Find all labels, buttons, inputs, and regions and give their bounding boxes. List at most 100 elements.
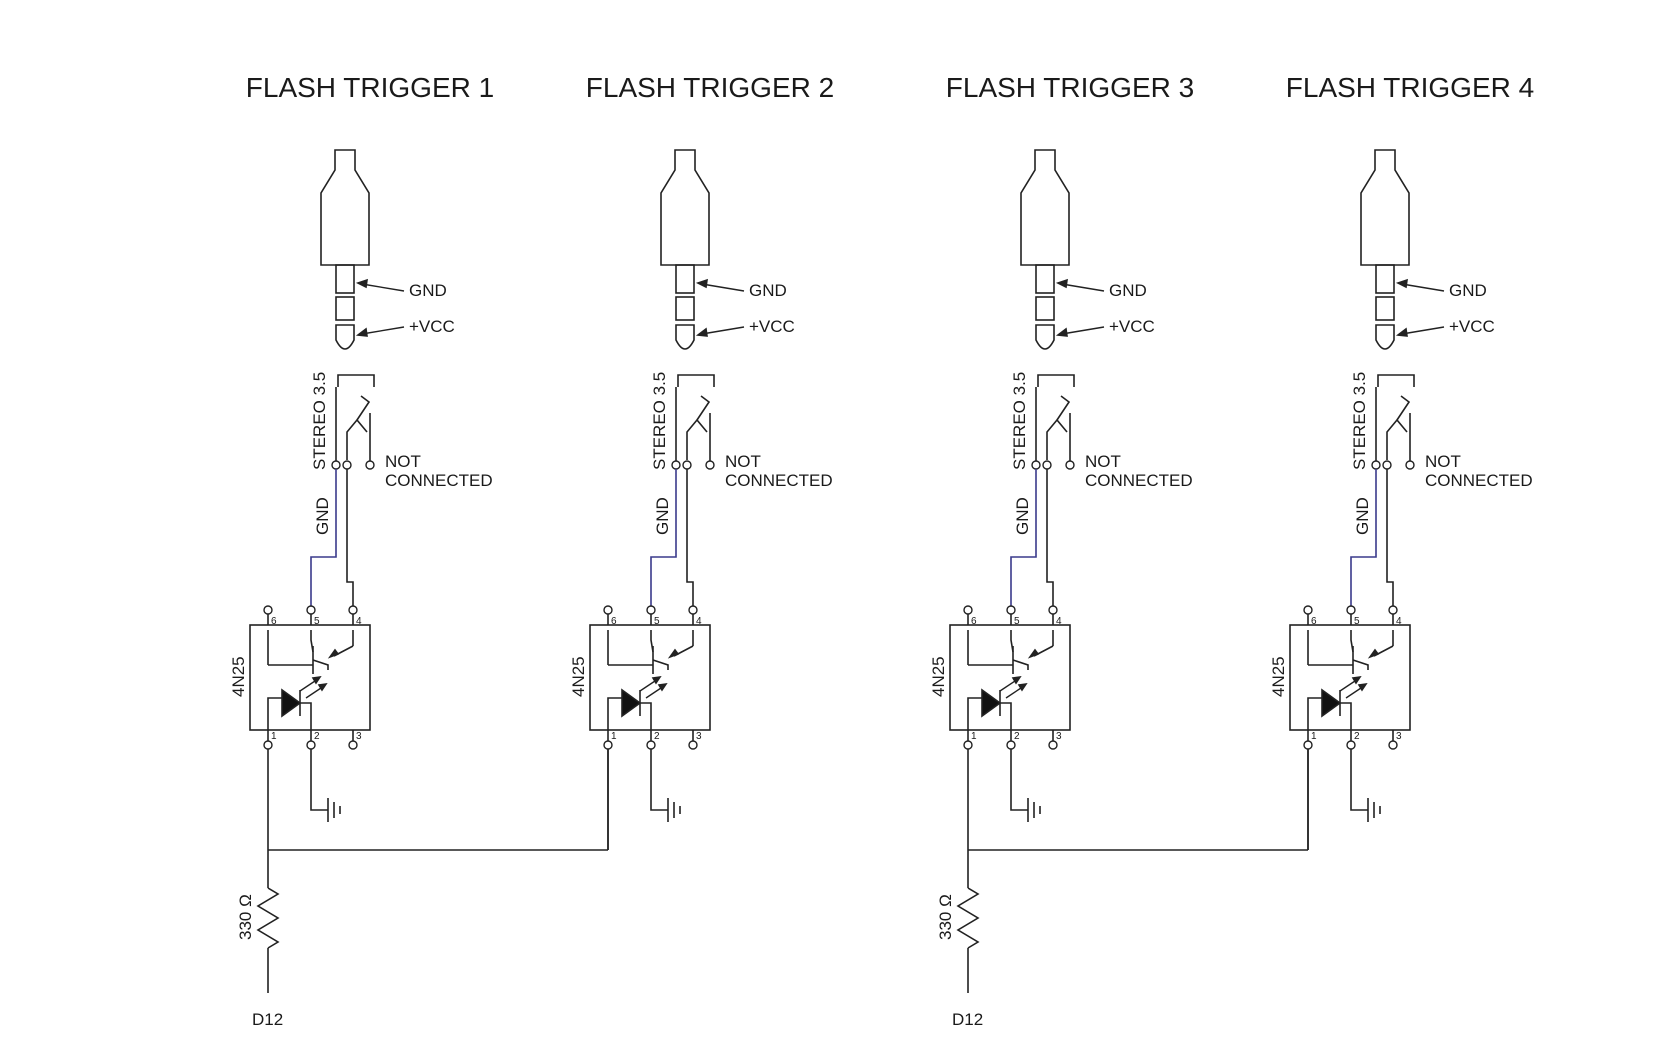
plug-tip: [335, 324, 355, 350]
pin-number: 1: [611, 731, 617, 742]
ground-icon: [1350, 749, 1381, 822]
pin-number: 4: [696, 616, 702, 627]
plug-ring: [335, 296, 355, 321]
plug-tip: [675, 324, 695, 350]
jack-sleeve: [677, 374, 715, 387]
jack-pin: [1042, 460, 1052, 470]
optocoupler-body: [1289, 624, 1411, 731]
gnd-arrow: [361, 283, 405, 292]
plug-body: [1020, 149, 1070, 266]
pin-1: [603, 740, 613, 750]
pin-2: [1346, 740, 1356, 750]
plug-vcc-label: +VCC: [409, 317, 455, 336]
pin-6: [963, 605, 973, 615]
jack-pin: [365, 460, 375, 470]
wire-jack-to-pin5: [1350, 469, 1377, 606]
jack-sleeve: [1377, 374, 1415, 387]
arrowhead: [1357, 682, 1368, 692]
pin-number: 4: [1056, 616, 1062, 627]
pin-number: 6: [1311, 616, 1317, 627]
pin-1: [963, 740, 973, 750]
pin-5: [646, 605, 656, 615]
stereo-jack-symbol: [1371, 374, 1415, 470]
pin-4: [688, 605, 698, 615]
arrowhead: [311, 675, 322, 685]
ground-icon: [650, 749, 681, 822]
emitter-arrow: [1027, 648, 1040, 659]
not-connected-label-2: CONNECTED: [385, 471, 493, 490]
plug-body: [1360, 149, 1410, 266]
stereo-plug-icon: [1360, 149, 1445, 350]
pin-5: [1006, 605, 1016, 615]
plug-sleeve: [1035, 264, 1055, 294]
plug-gnd-label: GND: [409, 281, 447, 300]
vcc-arrow: [361, 326, 405, 335]
pin-3: [1388, 740, 1398, 750]
arrowhead: [317, 682, 328, 692]
pin-5: [306, 605, 316, 615]
jack-contact-b: [356, 395, 371, 421]
ground-wire: [650, 749, 668, 811]
wire-jack-to-pin4: [1046, 469, 1054, 606]
pin-1: [1303, 740, 1313, 750]
pin-2: [306, 740, 316, 750]
plug-ring: [1375, 296, 1395, 321]
arrow-head: [355, 327, 368, 337]
ground-icon: [1010, 749, 1041, 822]
pin-number: 5: [314, 616, 320, 627]
optocoupler-body: [949, 624, 1071, 731]
input-pin-label: D12: [952, 1010, 983, 1029]
jack-pin: [705, 460, 715, 470]
pin-number: 4: [356, 616, 362, 627]
not-connected-label-1: NOT: [1085, 452, 1121, 471]
pin-2: [646, 740, 656, 750]
jack-pin: [1371, 460, 1381, 470]
plug-gnd-label: GND: [749, 281, 787, 300]
jack-contact-a: [1046, 418, 1068, 460]
pin-number: 6: [611, 616, 617, 627]
pin-1: [263, 740, 273, 750]
collector: [1010, 630, 1014, 653]
pin-4: [1048, 605, 1058, 615]
not-connected-label-2: CONNECTED: [1425, 471, 1533, 490]
plug-vcc-label: +VCC: [749, 317, 795, 336]
jack-type-label: STEREO 3.5: [650, 372, 669, 470]
optocoupler-part-label: 4N25: [929, 656, 948, 697]
pin-6: [263, 605, 273, 615]
led-lead: [607, 697, 622, 730]
pin-number: 6: [271, 616, 277, 627]
led-lead: [300, 702, 312, 730]
stereo-jack-symbol: [671, 374, 715, 470]
ground-icon: [310, 749, 341, 822]
resistor-label: 330 Ω: [236, 894, 255, 940]
optocoupler-part-label: 4N25: [1269, 656, 1288, 697]
jack-type-label: STEREO 3.5: [310, 372, 329, 470]
pin-number: 3: [696, 731, 702, 742]
not-connected-label-1: NOT: [725, 452, 761, 471]
arrow-head: [1055, 278, 1068, 289]
plug-sleeve: [1375, 264, 1395, 294]
jack-pin: [342, 460, 352, 470]
emitter: [652, 659, 669, 670]
jack-pin: [671, 460, 681, 470]
jack-contact-b: [696, 395, 711, 421]
jack-pin: [1382, 460, 1392, 470]
wire-jack-to-pin4: [1386, 469, 1394, 606]
plug-vcc-label: +VCC: [1109, 317, 1155, 336]
pin-number: 1: [271, 731, 277, 742]
jack-sleeve: [1037, 374, 1075, 387]
jack-pin: [1065, 460, 1075, 470]
arrowhead: [657, 682, 668, 692]
pin-5: [1346, 605, 1356, 615]
jack-sleeve: [337, 374, 375, 387]
led-lead: [1000, 702, 1012, 730]
arrow-head: [355, 278, 368, 289]
ground-wire: [310, 749, 328, 811]
optocoupler-body: [249, 624, 371, 731]
